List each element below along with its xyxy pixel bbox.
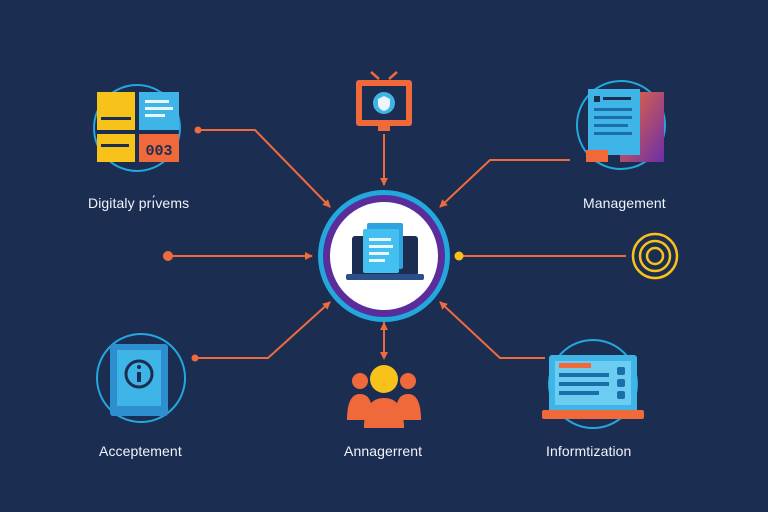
label-bottom-center: Annagerrent (344, 443, 423, 459)
people-group-icon (347, 365, 421, 428)
laptop-document-icon (346, 223, 424, 280)
connector-bottom-right (439, 301, 545, 359)
documents-stack-icon (586, 89, 664, 162)
connector-dot-left (163, 251, 173, 261)
connector-bottom-center-arrow-down (380, 352, 388, 360)
label-top-right: Management (583, 195, 666, 211)
hub-node (318, 190, 450, 322)
node-top-left: 003 (93, 84, 181, 172)
node-right (631, 232, 679, 280)
connector-dot-bottom-left (191, 354, 199, 362)
node-bottom-right (542, 339, 644, 429)
connector-dot-top-left (194, 126, 202, 134)
node-bottom-center (347, 365, 421, 428)
label-bottom-right: Informtization (546, 443, 632, 459)
dashboard-grid-icon: 003 (97, 92, 179, 162)
node-bottom-left (96, 333, 186, 423)
connector-top-left (200, 129, 331, 208)
connector-bottom-center-arrow-up (380, 322, 388, 330)
laptop-dashboard-icon (542, 355, 644, 419)
connectors (163, 126, 626, 362)
target-icon (631, 232, 679, 280)
connector-bottom-left (195, 301, 331, 359)
node-top-center (356, 71, 412, 131)
tablet-info-icon (110, 344, 168, 416)
connector-dot-right (454, 251, 464, 261)
tile-number: 003 (145, 143, 172, 160)
label-top-left: Digitaly prı́vems (88, 195, 190, 211)
connector-top-right (439, 159, 570, 208)
node-top-right (576, 80, 666, 170)
monitor-shield-icon (356, 71, 412, 131)
label-bottom-left: Acceptement (99, 443, 182, 459)
